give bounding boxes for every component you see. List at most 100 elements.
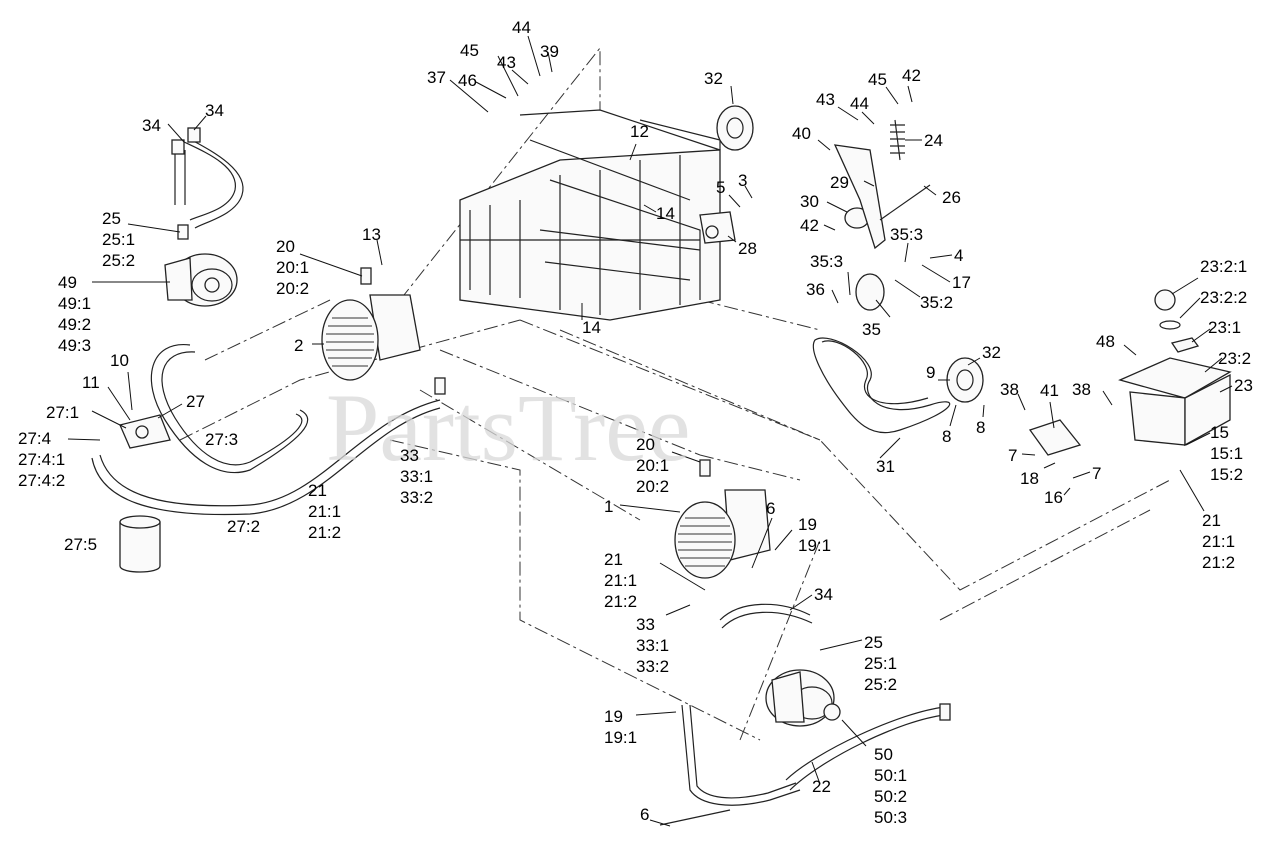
callout-line: 38 [1072, 380, 1091, 399]
callout-c50: 8 [942, 427, 951, 446]
callout-c63: 23:1 [1208, 318, 1241, 337]
callout-c5: 10 [110, 351, 129, 370]
callout-line: 10 [110, 351, 129, 370]
callout-line: 19:1 [604, 728, 637, 747]
leader-lines [67, 35, 1233, 827]
bracket [1028, 419, 1082, 456]
callout-line: 3 [738, 171, 747, 190]
callout-line: 26 [942, 188, 961, 207]
callout-line: 12 [630, 122, 649, 141]
callout-line: 46 [458, 71, 477, 90]
callout-line: 25:2 [864, 675, 897, 694]
callout-line: 7 [1008, 446, 1017, 465]
callout-c53: 38 [1000, 380, 1019, 399]
callout-c56: 18 [1020, 469, 1039, 488]
callout-c1: 34 [142, 116, 161, 135]
callout-line: 25:1 [102, 230, 135, 249]
callout-line: 27:1 [46, 403, 79, 422]
callout-c69: 1 [604, 497, 613, 516]
lower-hydro-pump [674, 459, 771, 579]
callout-c45: 36 [806, 280, 825, 299]
callout-line: 28 [738, 239, 757, 258]
callout-line: 2 [294, 336, 303, 355]
pulleys [716, 105, 984, 403]
callout-line: 30 [800, 192, 819, 211]
callout-c58: 16 [1044, 488, 1063, 507]
callout-c6: 11 [82, 373, 100, 392]
callout-line: 23:2:1 [1200, 257, 1247, 276]
callout-c22: 44 [512, 18, 531, 37]
callout-c57: 7 [1092, 464, 1101, 483]
callout-line: 27:5 [64, 535, 97, 554]
callout-c8: 27 [186, 392, 205, 411]
callout-line: 25:1 [864, 654, 897, 673]
callout-line: 35 [862, 320, 881, 339]
lower-hoses [659, 603, 951, 826]
callout-line: 14 [656, 204, 675, 223]
callout-line: 32 [982, 343, 1001, 362]
callout-c39: 30 [800, 192, 819, 211]
idler-arm [833, 119, 931, 250]
callout-line: 15:1 [1210, 444, 1243, 463]
callout-line: 6 [640, 805, 649, 824]
callout-line: 27:3 [205, 430, 238, 449]
callout-line: 27 [186, 392, 205, 411]
callout-line: 21 [308, 481, 327, 500]
callout-line: 8 [942, 427, 951, 446]
left-upper-hoses [171, 127, 244, 240]
callout-c14: 13 [362, 225, 381, 244]
tensioner-bracket [699, 211, 736, 244]
callout-line: 41 [1040, 381, 1059, 400]
callout-line: 33 [636, 615, 655, 634]
watermark: PartsTree [326, 374, 690, 481]
callout-c59: 48 [1096, 332, 1115, 351]
callout-line: 19 [798, 515, 817, 534]
callout-c43: 17 [952, 273, 971, 292]
callout-line: 37 [427, 68, 446, 87]
callout-line: 27:4 [18, 429, 51, 448]
callout-line: 27:4:2 [18, 471, 65, 490]
callout-line: 40 [792, 124, 811, 143]
callout-c28: 14 [656, 204, 675, 223]
callout-line: 6 [766, 499, 775, 518]
callout-line: 45 [868, 70, 887, 89]
callout-line: 20:2 [276, 279, 309, 298]
callout-line: 20:1 [276, 258, 309, 277]
callout-line: 21:1 [1202, 532, 1235, 551]
callout-line: 1 [604, 497, 613, 516]
callout-c24: 12 [630, 122, 649, 141]
callout-line: 45 [460, 41, 479, 60]
main-frame [459, 109, 721, 321]
left-hose-loop [91, 344, 446, 516]
callout-line: 43 [497, 53, 516, 72]
callout-line: 34 [205, 101, 224, 120]
callout-line: 33:1 [400, 467, 433, 486]
callout-line: 50:1 [874, 766, 907, 785]
callout-line: 42 [902, 66, 921, 85]
callout-c64: 23:2 [1218, 349, 1251, 368]
callout-c32: 44 [850, 94, 869, 113]
callout-c12: 27:5 [64, 535, 97, 554]
callout-line: 35:2 [920, 293, 953, 312]
callout-c30: 14 [582, 318, 601, 337]
callout-line: 50 [874, 745, 893, 764]
callout-c33: 45 [868, 70, 887, 89]
callout-c7: 27:1 [46, 403, 79, 422]
callout-line: 23:2 [1218, 349, 1251, 368]
oil-filter-assembly [119, 414, 171, 573]
callout-c78: 22 [812, 777, 831, 796]
callout-line: 48 [1096, 332, 1115, 351]
callout-c36: 24 [924, 131, 943, 150]
callout-c35: 40 [792, 124, 811, 143]
callout-c11: 27:2 [227, 517, 260, 536]
callout-line: 29 [830, 173, 849, 192]
callout-line: 13 [362, 225, 381, 244]
callout-c52: 31 [876, 457, 895, 476]
callout-line: 49:3 [58, 336, 91, 355]
